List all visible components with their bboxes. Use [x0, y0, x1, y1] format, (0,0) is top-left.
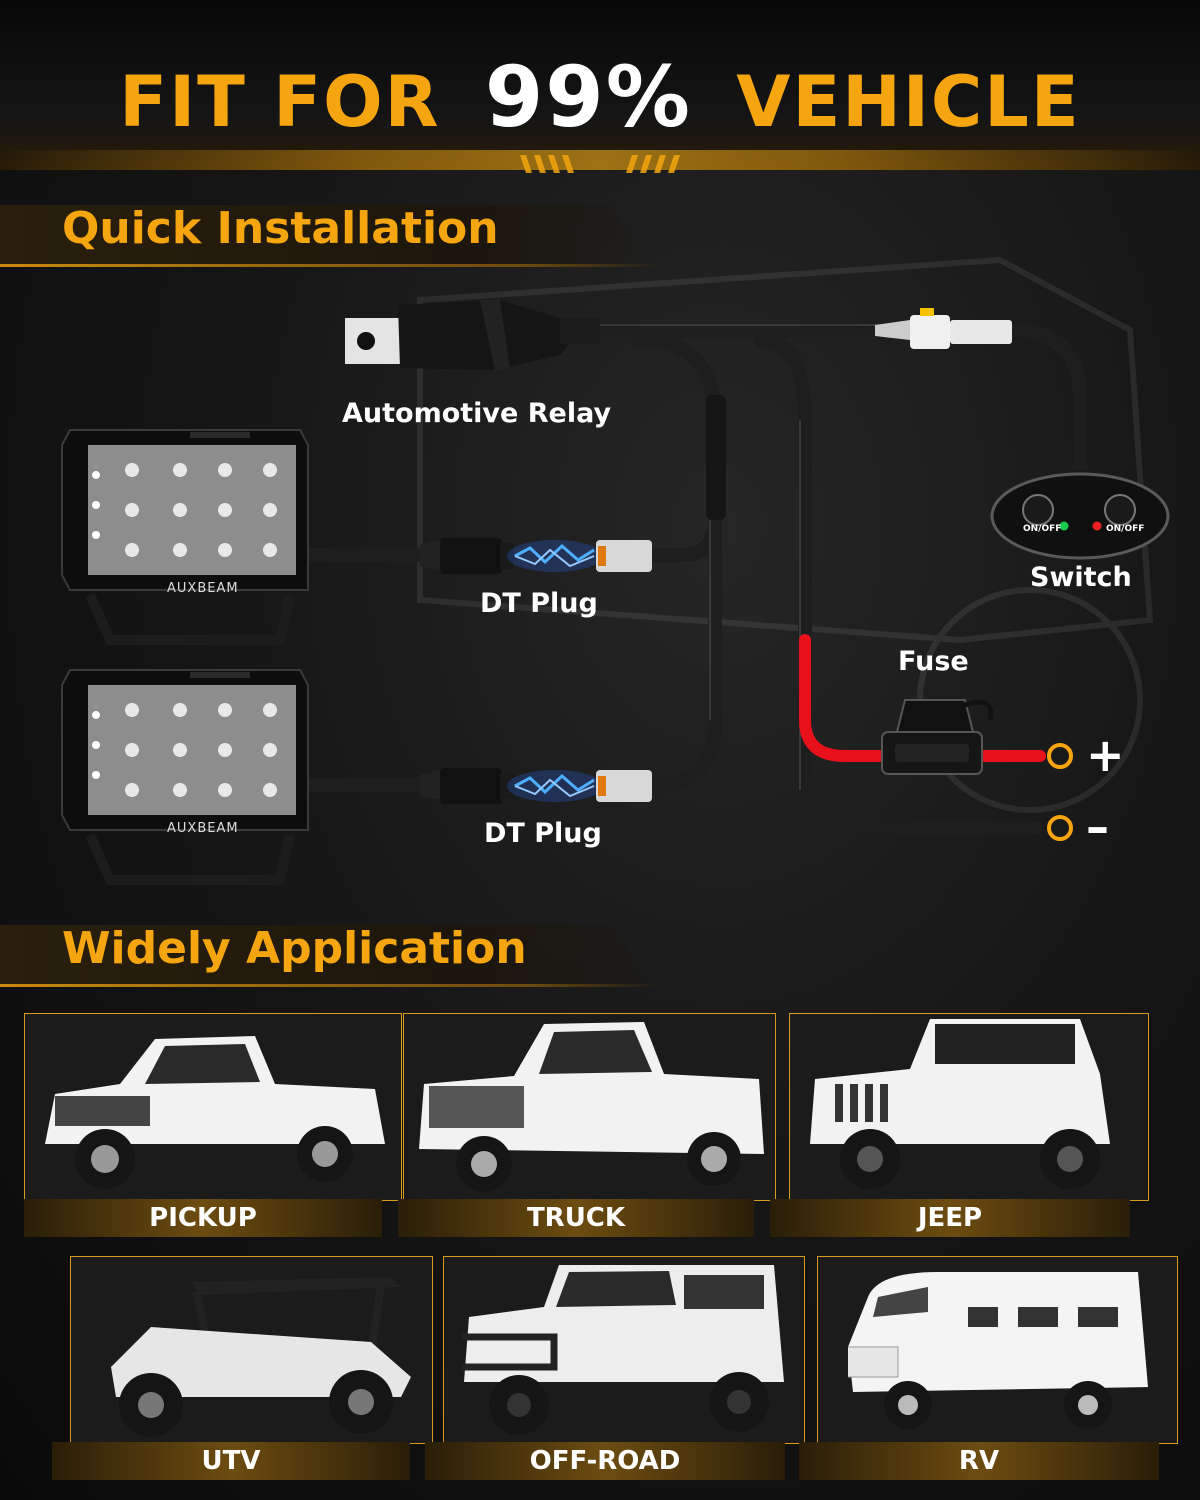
harness-connector-icon	[875, 308, 1012, 349]
chevron-decor-icon	[520, 155, 680, 173]
positive-symbol: +	[1086, 728, 1125, 782]
vehicle-card-offroad	[443, 1256, 805, 1444]
positive-wire	[799, 634, 1046, 762]
negative-terminal-icon	[1047, 815, 1073, 841]
led-pod-upper-icon	[61, 429, 309, 645]
fuse-label: Fuse	[898, 646, 969, 677]
installation-title: Quick Installation	[62, 203, 499, 254]
positive-terminal-icon	[1047, 743, 1073, 769]
vehicle-label-utv: UTV	[52, 1442, 410, 1480]
vehicle-label-offroad: OFF-ROAD	[425, 1442, 785, 1480]
vehicle-card-pickup	[24, 1013, 402, 1201]
led-pod-lower-icon	[61, 669, 309, 885]
switch-icon	[990, 470, 1170, 560]
vehicle-card-truck	[403, 1013, 776, 1201]
suv-icon	[462, 1265, 784, 1435]
fuse-icon	[881, 699, 994, 775]
switch-label: Switch	[1030, 562, 1132, 593]
page-title: FIT FOR 99% VEHICLE	[0, 52, 1200, 147]
installation-banner	[0, 205, 660, 267]
rv-icon	[848, 1272, 1148, 1429]
heavy-truck-icon	[419, 1022, 764, 1192]
vehicle-card-utv	[70, 1256, 433, 1444]
vehicle-label-rv: RV	[799, 1442, 1159, 1480]
pickup-truck-icon	[45, 1036, 385, 1189]
brand-lower: AUXBEAM	[167, 821, 239, 836]
negative-symbol: –	[1086, 800, 1109, 854]
header-banner	[0, 0, 1200, 170]
dt-plug-upper-icon	[420, 538, 652, 574]
vehicle-label-jeep: JEEP	[770, 1199, 1130, 1237]
vehicle-card-rv	[817, 1256, 1178, 1444]
switch-button-text-right: ON/OFF	[1106, 524, 1145, 534]
vehicle-card-jeep	[789, 1013, 1149, 1201]
dt-plug-lower-icon	[420, 768, 652, 804]
jeep-icon	[810, 1019, 1110, 1189]
application-title: Widely Application	[62, 923, 527, 974]
relay-label: Automotive Relay	[342, 398, 612, 429]
black-wires	[293, 323, 1087, 835]
title-part-3: VEHICLE	[736, 61, 1081, 143]
utv-icon	[111, 1277, 411, 1437]
vehicle-label-pickup: PICKUP	[24, 1199, 382, 1237]
application-banner	[0, 925, 660, 987]
switch-button-text-left: ON/OFF	[1023, 524, 1062, 534]
dt-plug-label-lower: DT Plug	[484, 818, 602, 849]
dt-plug-label-upper: DT Plug	[480, 588, 598, 619]
automotive-relay-icon	[345, 300, 600, 370]
title-percentage: 99%	[484, 48, 692, 146]
header-glow	[0, 150, 1200, 170]
brand-upper: AUXBEAM	[167, 581, 239, 596]
wire-sleeve	[706, 395, 726, 520]
title-part-1: FIT FOR	[119, 61, 441, 143]
vehicle-label-truck: TRUCK	[398, 1199, 754, 1237]
